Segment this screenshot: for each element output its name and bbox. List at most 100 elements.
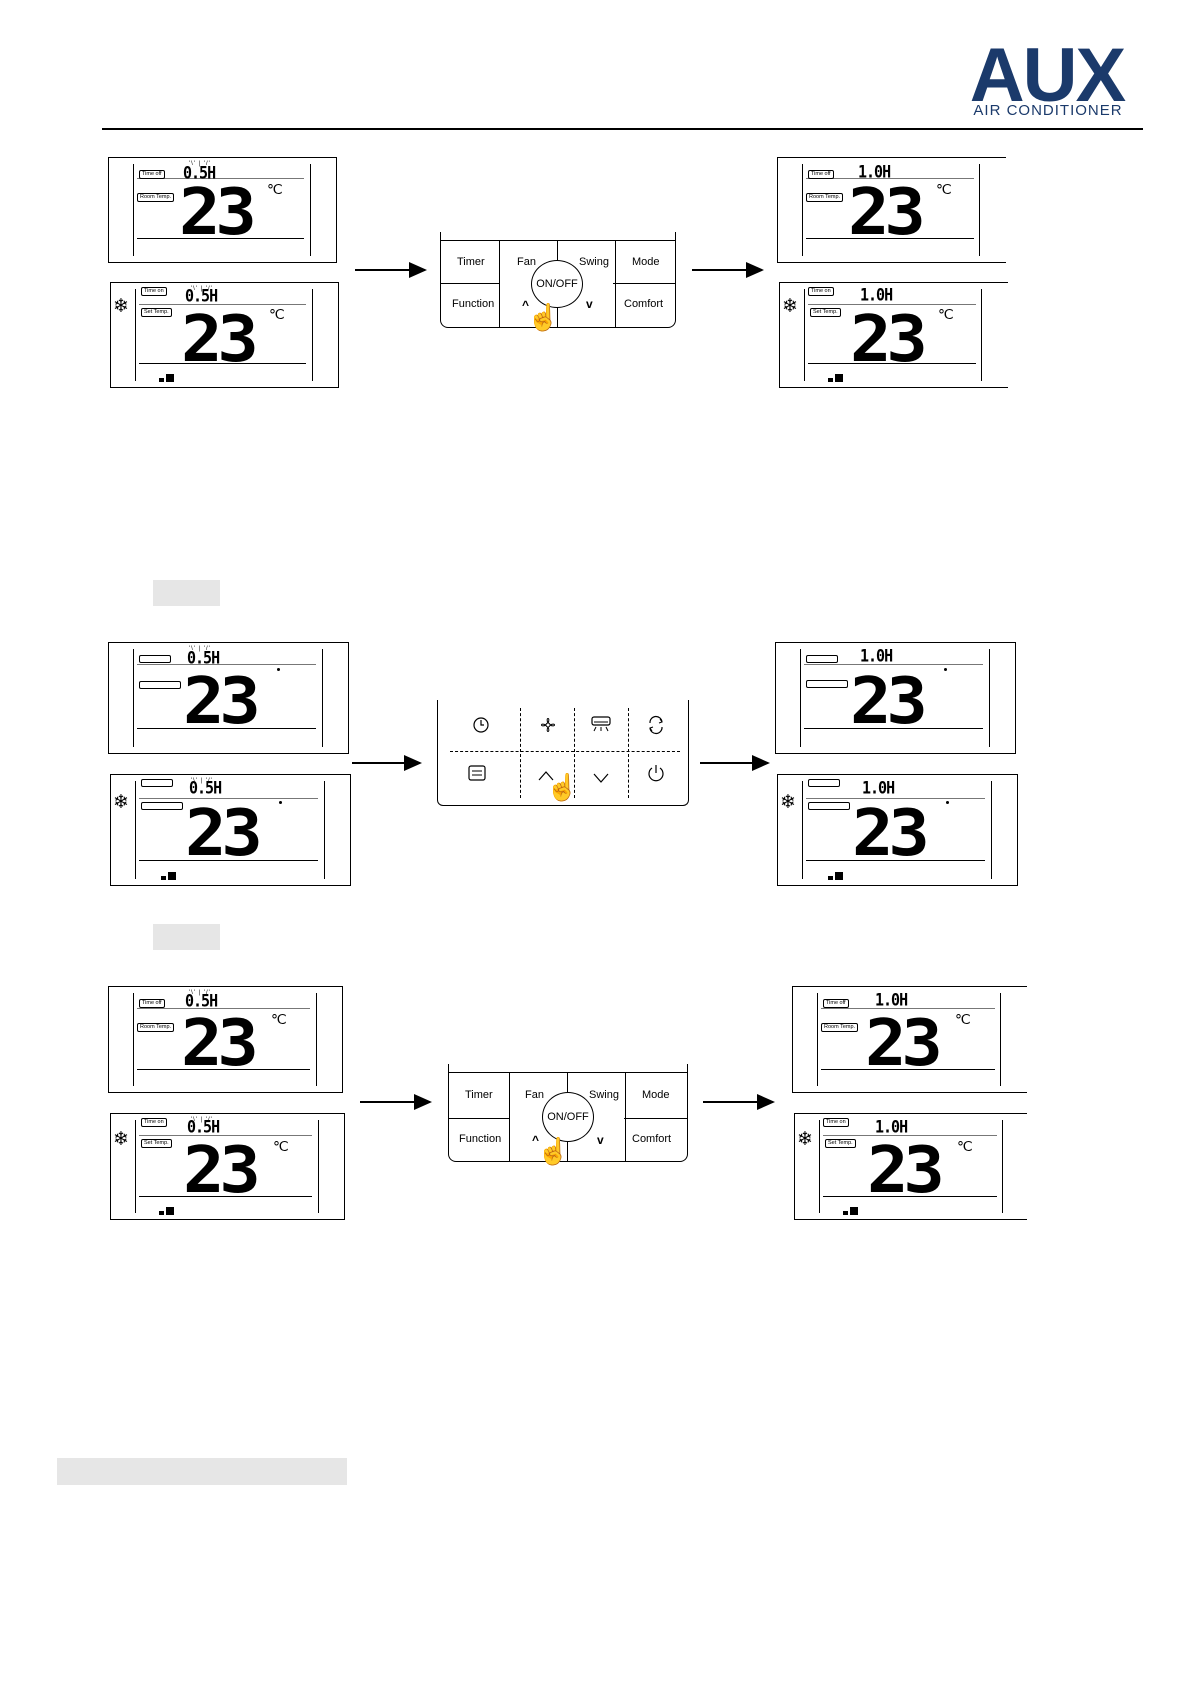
celsius-unit: ℃ [936, 181, 952, 197]
arrow-right-icon [700, 755, 770, 771]
comfort-button[interactable]: Comfort [632, 1133, 672, 1145]
pointing-hand-icon: ☝ [546, 772, 579, 802]
time-on-label: Time on [141, 287, 167, 296]
time-off-label: Time off [139, 999, 165, 1008]
degree-dot [946, 801, 949, 804]
temperature-value: 23 [183, 1134, 261, 1208]
room-temp-label: Room Temp. [137, 193, 175, 202]
pointing-hand-icon: ☝ [527, 302, 560, 332]
section-heading-placeholder [153, 580, 220, 606]
lcd-display-after-off: Time off 1.0H Room Temp. 23 ℃ [792, 986, 1027, 1093]
mode-button[interactable]: Mode [632, 256, 660, 268]
remote-control-panel: Timer Fan Swing Mode Function Comfort ON… [448, 1064, 688, 1166]
temperature-value: 23 [181, 1007, 259, 1081]
degree-dot [277, 668, 280, 671]
temperature-value: 23 [179, 176, 257, 250]
up-button[interactable]: ^ [522, 298, 530, 312]
snowflake-icon: ❄ [113, 792, 129, 813]
temperature-value: 23 [183, 665, 261, 739]
pointing-hand-icon: ☝ [537, 1136, 570, 1166]
down-icon[interactable] [590, 766, 612, 788]
celsius-unit: ℃ [273, 1138, 289, 1154]
snowflake-icon: ❄ [113, 296, 129, 317]
up-button[interactable]: ^ [532, 1133, 540, 1147]
function-button[interactable]: Function [452, 298, 495, 310]
timer-value: 0.5H [185, 990, 218, 1011]
brand-tagline: AIR CONDITIONER [973, 102, 1123, 119]
timer-value: 1.0H [860, 284, 893, 305]
time-on-label: Time on [823, 1118, 849, 1127]
temperature-value: 23 [850, 303, 928, 377]
temperature-value: 23 [848, 176, 926, 250]
arrow-right-icon [360, 1094, 432, 1110]
timer-value: 1.0H [862, 777, 895, 798]
room-temp-label: Room Temp. [137, 1023, 175, 1032]
fan-speed-icon [828, 374, 844, 382]
lcd-display-before-off: '\' | '/' Time off 0.5H Room Temp. 23 ℃ [108, 986, 343, 1093]
comfort-button[interactable]: Comfort [624, 298, 664, 310]
power-icon[interactable] [645, 762, 667, 784]
temperature-value: 23 [867, 1134, 945, 1208]
celsius-unit: ℃ [267, 181, 283, 197]
room-temp-label: Room Temp. [821, 1023, 859, 1032]
remote-control-panel: Timer Fan Swing Mode Function Comfort ON… [440, 232, 676, 332]
time-off-label: Time off [808, 170, 834, 179]
temperature-value: 23 [850, 665, 928, 739]
timer-button[interactable]: Timer [465, 1089, 493, 1101]
fan-speed-icon [161, 872, 177, 880]
up-icon[interactable] [535, 766, 557, 788]
function-button[interactable]: Function [459, 1133, 502, 1145]
snowflake-icon: ❄ [113, 1129, 129, 1150]
room-temp-label-blank [139, 681, 181, 689]
celsius-unit: ℃ [955, 1011, 971, 1027]
celsius-unit: ℃ [957, 1138, 973, 1154]
set-temp-label: Set Temp. [825, 1139, 856, 1148]
set-temp-label-blank [808, 802, 850, 810]
set-temp-label: Set Temp. [141, 308, 172, 317]
fan-speed-icon [159, 374, 175, 382]
fan-speed-icon [843, 1207, 859, 1215]
lcd-display-after-on: ❄ 1.0H 23 [777, 774, 1018, 886]
degree-dot [944, 668, 947, 671]
lcd-display-after-on: ❄ Time on 1.0H Set Temp. 23 ℃ [794, 1113, 1027, 1220]
fan-speed-icon [828, 872, 844, 880]
time-off-label: Time off [823, 999, 849, 1008]
fan-button[interactable]: Fan [517, 256, 536, 268]
swing-button[interactable]: Swing [589, 1089, 619, 1101]
arrow-right-icon [352, 755, 422, 771]
timer-value: 0.5H [189, 777, 222, 798]
timer-button[interactable]: Timer [457, 256, 485, 268]
header-rule [102, 128, 1143, 130]
touch-control-panel: ☝ [437, 700, 689, 806]
mode-button[interactable]: Mode [642, 1089, 670, 1101]
celsius-unit: ℃ [271, 1011, 287, 1027]
set-temp-label: Set Temp. [810, 308, 841, 317]
fan-button[interactable]: Fan [525, 1089, 544, 1101]
onoff-button[interactable]: ON/OFF [531, 260, 583, 308]
down-button[interactable]: v [586, 297, 593, 311]
function-icon[interactable] [466, 762, 488, 784]
brand-name: AUX [969, 33, 1126, 118]
time-off-label-blank [806, 655, 838, 663]
timer-value: 0.5H [183, 162, 216, 183]
fan-icon[interactable] [537, 714, 559, 736]
room-temp-label: Room Temp. [806, 193, 844, 202]
lcd-display-before-on: '\' | '/' ❄ 0.5H 23 [110, 774, 351, 886]
timer-value: 0.5H [187, 1116, 220, 1137]
lcd-display-before-on: '\' | '/' ❄ Time on 0.5H Set Temp. 23 ℃ [110, 1113, 345, 1220]
time-off-label: Time off [139, 170, 165, 179]
swing-icon[interactable] [590, 713, 612, 735]
temperature-value: 23 [852, 797, 930, 871]
clock-icon[interactable] [470, 714, 492, 736]
down-button[interactable]: v [597, 1133, 604, 1147]
time-on-label-blank [808, 779, 840, 787]
time-on-label: Time on [808, 287, 834, 296]
set-temp-label: Set Temp. [141, 1139, 172, 1148]
lcd-display-after-off: Time off 1.0H Room Temp. 23 ℃ [777, 157, 1006, 263]
timer-value: 0.5H [187, 647, 220, 668]
timer-value: 1.0H [860, 645, 893, 666]
mode-cycle-icon[interactable] [645, 714, 667, 736]
swing-button[interactable]: Swing [579, 256, 609, 268]
onoff-button[interactable]: ON/OFF [542, 1092, 594, 1142]
temperature-value: 23 [865, 1007, 943, 1081]
